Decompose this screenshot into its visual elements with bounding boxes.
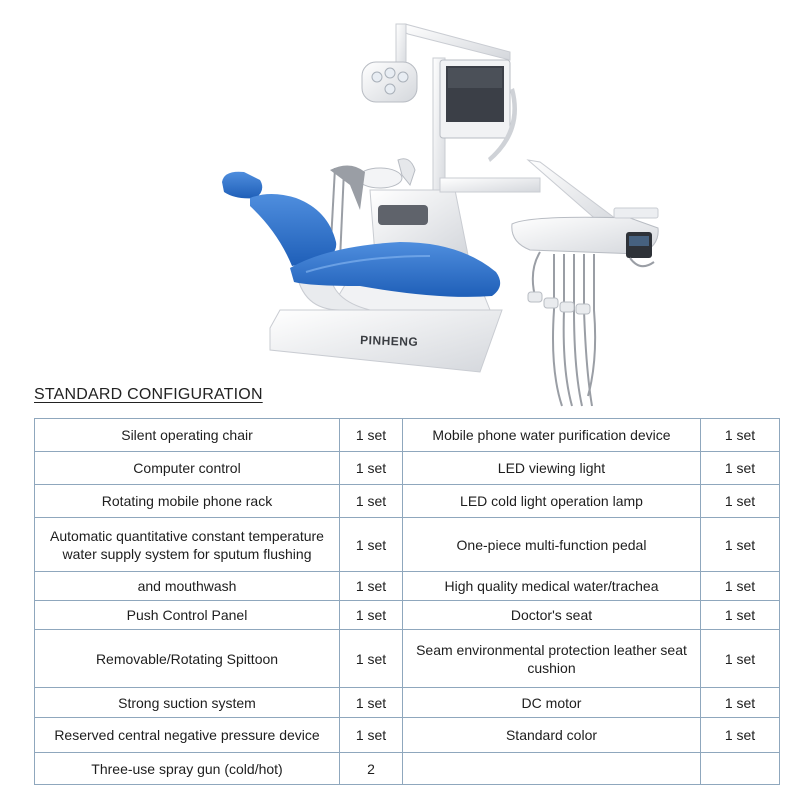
quantity-cell: 1 set [339,629,403,688]
quantity-cell: 1 set [700,717,780,753]
item-cell: Strong suction system [34,687,340,718]
item-cell: Mobile phone water purification device [402,418,701,452]
section-heading: STANDARD CONFIGURATION [34,386,263,403]
chair-upholstery [222,171,501,297]
table-row: Rotating mobile phone rack 1 set LED col… [34,484,780,518]
item-cell: LED viewing light [402,451,701,485]
table-row: Computer control 1 set LED viewing light… [34,451,780,485]
dental-chair-illustration: PINHENG [222,23,659,407]
quantity-cell: 1 set [700,451,780,485]
quantity-cell: 1 set [339,571,403,601]
quantity-cell: 1 set [339,418,403,452]
item-cell [402,752,701,785]
item-cell: Doctor's seat [402,600,701,630]
item-cell: Removable/Rotating Spittoon [34,629,340,688]
table-row: Strong suction system 1 set DC motor 1 s… [34,687,780,718]
table-row: Silent operating chair 1 set Mobile phon… [34,418,780,452]
monitor-assembly [432,57,517,219]
quantity-cell [700,752,780,785]
quantity-cell: 1 set [700,629,780,688]
quantity-cell: 1 set [339,451,403,485]
item-cell: Computer control [34,451,340,485]
item-cell: DC motor [402,687,701,718]
quantity-cell: 1 set [700,687,780,718]
item-cell: Automatic quantitative constant temperat… [34,517,340,572]
quantity-cell: 1 set [700,517,780,572]
quantity-cell: 1 set [700,484,780,518]
operating-lamp [361,23,511,103]
quantity-cell: 1 set [700,418,780,452]
quantity-cell: 1 set [339,600,403,630]
quantity-cell: 1 set [339,517,403,572]
brand-label: PINHENG [360,333,419,349]
quantity-cell: 2 [339,752,403,785]
table-row: Push Control Panel 1 set Doctor's seat 1… [34,600,780,630]
item-cell: High quality medical water/trachea [402,571,701,601]
quantity-cell: 1 set [339,484,403,518]
quantity-cell: 1 set [700,571,780,601]
item-cell: Silent operating chair [34,418,340,452]
table-row: Reserved central negative pressure devic… [34,717,780,753]
item-cell: Three-use spray gun (cold/hot) [34,752,340,785]
table-row: Automatic quantitative constant temperat… [34,517,780,572]
handpiece-holders [527,291,591,315]
table-row: Three-use spray gun (cold/hot) 2 [34,752,780,785]
instrument-tray [439,159,659,258]
quantity-cell: 1 set [339,717,403,753]
table-row: Removable/Rotating Spittoon 1 set Seam e… [34,629,780,688]
quantity-cell: 1 set [700,600,780,630]
item-cell: Seam environmental protection leather se… [402,629,701,688]
item-cell: and mouthwash [34,571,340,601]
table-row: and mouthwash 1 set High quality medical… [34,571,780,601]
quantity-cell: 1 set [339,687,403,718]
item-cell: Reserved central negative pressure devic… [34,717,340,753]
item-cell: LED cold light operation lamp [402,484,701,518]
item-cell: Standard color [402,717,701,753]
item-cell: One-piece multi-function pedal [402,517,701,572]
item-cell: Push Control Panel [34,600,340,630]
handpiece-hoses [531,251,655,407]
spittoon-unit [329,158,469,261]
standard-configuration-table: Silent operating chair 1 set Mobile phon… [34,418,780,785]
item-cell: Rotating mobile phone rack [34,484,340,518]
